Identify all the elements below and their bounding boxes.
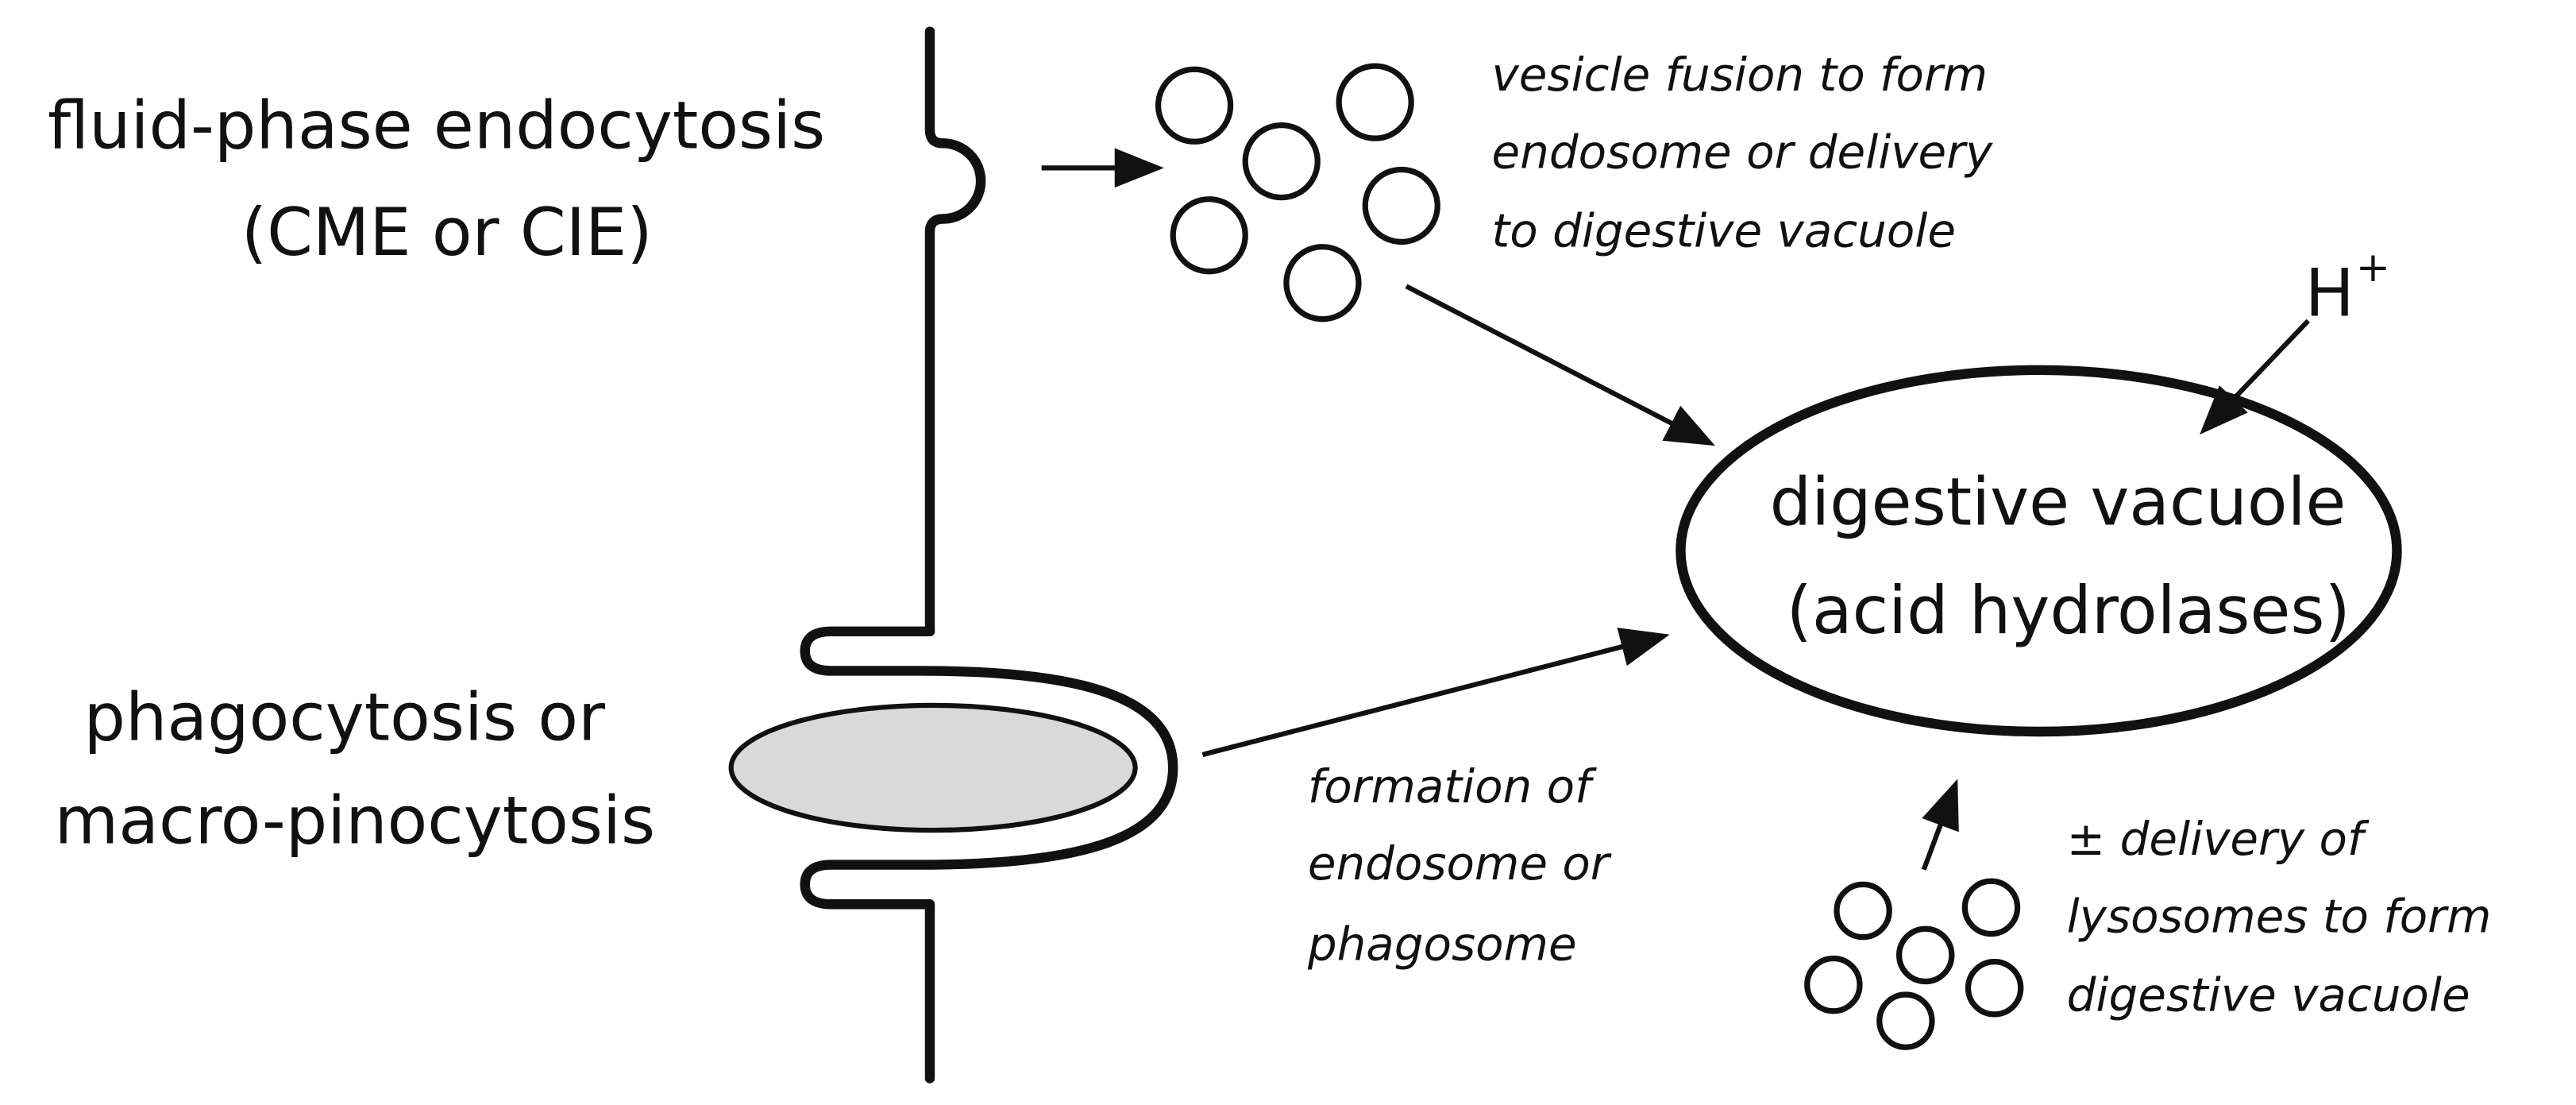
vesicle <box>1170 196 1248 275</box>
lysosome <box>1834 881 1892 941</box>
lysosome-delivery-line2: lysosomes to form <box>2067 889 2492 943</box>
lysosome-delivery-label: ± delivery of lysosomes to form digestiv… <box>2067 812 2506 1022</box>
phagocytosis-line1: phagocytosis or <box>83 678 606 755</box>
arrow-proton-to-vacuole <box>2200 319 2311 435</box>
vesicle-fusion-line3: to digestive vacuole <box>1492 204 1956 258</box>
lysosomes <box>1804 878 2024 1050</box>
endocytic-vesicles <box>1155 63 1440 323</box>
arrow-lysosomes-to-vacuole <box>1921 779 1959 871</box>
formation-line3: phagosome <box>1307 918 1577 972</box>
digestive-vacuole <box>1676 365 2402 737</box>
membrane-phagocytic-cup <box>800 626 1178 910</box>
vesicle <box>1155 66 1234 145</box>
vesicle <box>1283 244 1362 323</box>
digestive-vacuole-label: digestive vacuole (acid hydrolases) <box>1770 463 2367 649</box>
lysosome <box>1804 955 1863 1014</box>
lysosome <box>1876 991 1935 1050</box>
proton-charge: + <box>2356 244 2390 292</box>
vesicle-fusion-line1: vesicle fusion to form <box>1492 48 1988 102</box>
vesicle <box>1336 63 1414 141</box>
proton-symbol: H <box>2305 255 2354 332</box>
formation-line1: formation of <box>1308 759 1597 813</box>
lysosome-delivery-line3: digestive vacuole <box>2067 968 2470 1022</box>
lysosome <box>1896 925 1955 985</box>
arrow-vesicles-to-vacuole <box>1405 284 1715 446</box>
lysosome-delivery-line1: ± delivery of <box>2067 812 2370 866</box>
fluid-phase-line1: fluid-phase endocytosis <box>48 87 825 164</box>
vesicle-fusion-label: vesicle fusion to form endosome or deliv… <box>1492 48 2007 258</box>
arrows <box>1041 148 2311 871</box>
vesicle <box>1362 166 1440 245</box>
fluid-phase-line2: (CME or CIE) <box>241 194 653 271</box>
phagocytosis-line2: macro-pinocytosis <box>55 782 655 860</box>
digestive-vacuole-line2: (acid hydrolases) <box>1787 572 2350 649</box>
lysosome <box>1965 959 2024 1018</box>
formation-label: formation of endosome or phagosome <box>1307 759 1624 972</box>
plasma-membrane <box>800 26 1178 1084</box>
lysosome <box>1961 878 2021 937</box>
arrow-phagosome-to-vacuole <box>1201 628 1670 757</box>
engulfed-particle <box>728 702 1138 833</box>
fluid-phase-label: fluid-phase endocytosis (CME or CIE) <box>48 87 846 271</box>
formation-line2: endosome or <box>1308 836 1612 891</box>
phagocytosis-label: phagocytosis or macro-pinocytosis <box>55 678 655 859</box>
proton-label: H + <box>2305 244 2390 331</box>
digestive-vacuole-line1: digestive vacuole <box>1770 463 2347 540</box>
membrane-upper-segment <box>924 26 986 637</box>
vesicle <box>1242 122 1321 201</box>
vesicle-fusion-line2: endosome or delivery <box>1492 125 1993 179</box>
